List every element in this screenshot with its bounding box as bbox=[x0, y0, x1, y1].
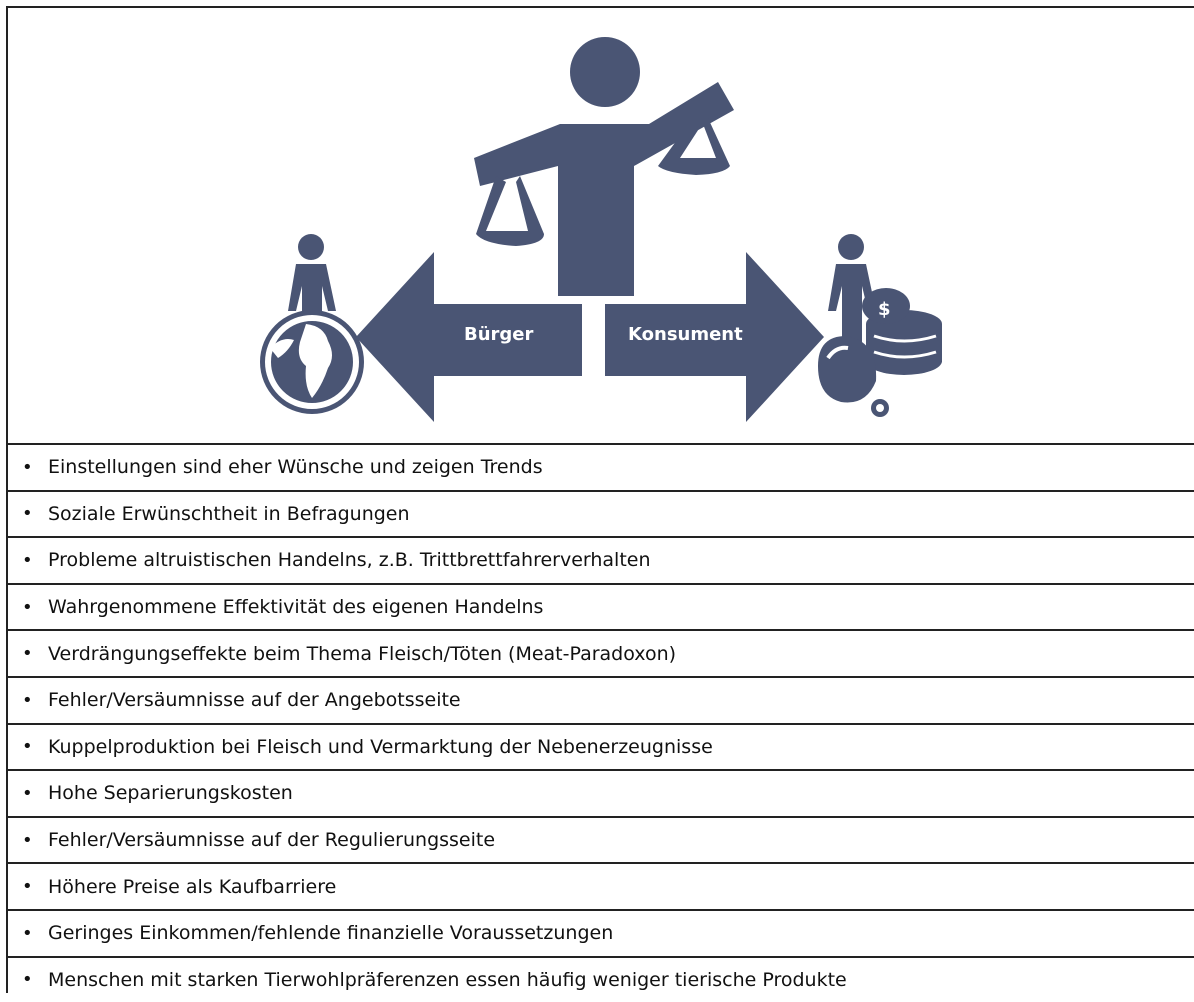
citizen-person-head-icon bbox=[298, 234, 324, 260]
bullet-icon: • bbox=[22, 596, 33, 618]
list-item: •Hohe Separierungskosten bbox=[6, 769, 1194, 816]
list-item: •Wahrgenommene Effektivität des eigenen … bbox=[6, 582, 1194, 630]
list-item: •Höhere Preise als Kaufbarriere bbox=[6, 862, 1194, 909]
consumer-person-head-icon bbox=[838, 234, 864, 260]
bullet-icon: • bbox=[22, 456, 33, 478]
bullet-icon: • bbox=[22, 736, 33, 758]
bullet-icon: • bbox=[22, 969, 33, 991]
list-item: •Menschen mit starken Tierwohlpräferenze… bbox=[6, 955, 1194, 1002]
central-person-head-icon bbox=[570, 37, 640, 107]
citizen-consumer-figure: $ Bürger Konsument bbox=[6, 6, 1194, 443]
consumer-person-body-icon bbox=[828, 264, 876, 342]
list-item: •Fehler/Versäumnisse auf der Angebotssei… bbox=[6, 675, 1194, 723]
bullet-icon: • bbox=[22, 549, 33, 571]
factor-list: •Einstellungen sind eher Wünsche und zei… bbox=[6, 443, 1194, 1002]
bullet-icon: • bbox=[22, 782, 33, 804]
bullet-icon: • bbox=[22, 922, 33, 944]
list-item: •Fehler/Versäumnisse auf der Regulierung… bbox=[6, 815, 1194, 863]
central-person-body-icon bbox=[474, 82, 734, 296]
list-item: •Einstellungen sind eher Wünsche und zei… bbox=[6, 443, 1194, 490]
buerger-label: Bürger bbox=[464, 324, 534, 345]
list-item: •Soziale Erwünschtheit in Befragungen bbox=[6, 489, 1194, 537]
bullet-icon: • bbox=[22, 503, 33, 525]
list-item: •Kuppelproduktion bei Fleisch und Vermar… bbox=[6, 722, 1194, 770]
citizen-person-body-icon bbox=[288, 264, 336, 342]
right-scale-pan-icon bbox=[658, 118, 730, 175]
list-item: •Geringes Einkommen/fehlende finanzielle… bbox=[6, 908, 1194, 956]
list-item: •Verdrängungseffekte beim Thema Fleisch/… bbox=[6, 629, 1194, 676]
right-arrow-icon bbox=[605, 252, 824, 422]
left-scale-pan-icon bbox=[476, 176, 544, 246]
konsument-label: Konsument bbox=[628, 324, 743, 345]
svg-text:$: $ bbox=[878, 299, 891, 320]
list-item: •Probleme altruistischen Handelns, z.B. … bbox=[6, 536, 1194, 583]
bullet-icon: • bbox=[22, 689, 33, 711]
figure-graphic: $ bbox=[260, 37, 942, 422]
bullet-icon: • bbox=[22, 876, 33, 898]
bullet-icon: • bbox=[22, 643, 33, 665]
bullet-icon: • bbox=[22, 829, 33, 851]
figure-frame bbox=[6, 6, 1194, 993]
left-arrow-icon bbox=[356, 252, 582, 422]
